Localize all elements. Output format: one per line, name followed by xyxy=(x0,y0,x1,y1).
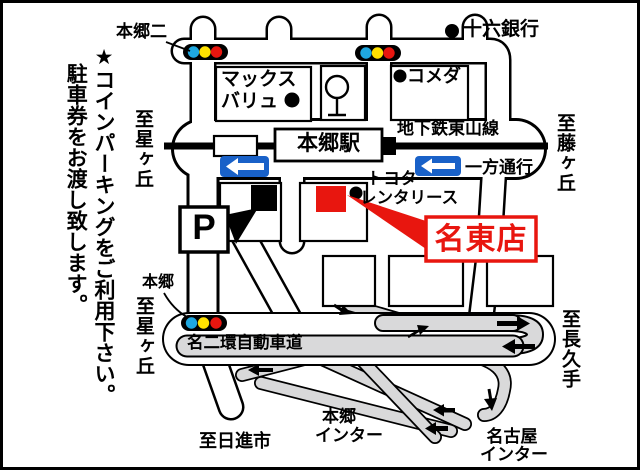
label-meinikan-expressway: 名二環自動車道 xyxy=(187,334,303,352)
label-nagoya-ic-line1: 名古屋 xyxy=(486,427,538,446)
label-maxvalu-line1: マックス xyxy=(221,69,297,90)
landmark-dot xyxy=(393,69,407,83)
one-way-arrow-icon xyxy=(220,156,269,177)
label-maxvalu-line2: バリュ xyxy=(221,91,279,112)
parking-note-line2: 駐車券をお渡し致します。 xyxy=(64,63,88,315)
parking-sign xyxy=(178,205,230,254)
traffic-direction-arrows xyxy=(248,303,535,435)
parking-note: ★コインパーキングをご利用下さい。 駐車券をお渡し致します。 xyxy=(53,45,117,455)
label-hongo-station: 本郷駅 xyxy=(297,132,360,155)
label-hongo2-intersection: 本郷二 xyxy=(116,22,167,41)
label-komeda: コメダ xyxy=(407,66,461,86)
label-pointer-line xyxy=(165,41,191,52)
label-to-fujigaoka: 至藤ヶ丘 xyxy=(553,113,575,193)
landmark-symbol-icon xyxy=(324,74,350,117)
label-pointer-line xyxy=(163,292,188,318)
parking-building-marker xyxy=(251,185,277,211)
label-meito-store: 名東店 xyxy=(434,223,528,256)
traffic-light-icon xyxy=(181,315,227,331)
callout-pointer xyxy=(347,195,429,251)
label-one-way: 一方通行 xyxy=(465,158,533,177)
subway-line xyxy=(164,127,548,163)
label-to-nagakute: 至長久手 xyxy=(558,309,580,389)
platform-mark xyxy=(212,134,259,158)
label-to-nisshin: 至日進市 xyxy=(199,431,271,451)
label-to-hoshigaoka-bottom: 至星ヶ丘 xyxy=(132,296,154,376)
label-parking-p: P xyxy=(192,208,216,247)
map-canvas xyxy=(162,13,556,444)
store-callout xyxy=(424,215,538,263)
track-mark xyxy=(381,137,396,155)
label-hongo-ic-line2: インター xyxy=(315,426,383,445)
label-subway-higashiyama-line: 地下鉄東山線 xyxy=(397,119,499,138)
callout-pointer xyxy=(225,208,258,244)
label-to-hoshigaoka-top: 至星ヶ丘 xyxy=(131,109,153,189)
parking-note-line1: ★コインパーキングをご利用下さい。 xyxy=(92,45,115,405)
one-way-arrow-icon xyxy=(415,156,461,176)
station-box xyxy=(273,127,384,163)
store-location-marker xyxy=(316,186,346,212)
traffic-light-icon xyxy=(183,44,228,60)
label-juroku-bank: 十六銀行 xyxy=(463,19,540,40)
label-nagoya-ic-line2: インター xyxy=(480,445,548,464)
landmark-dot xyxy=(445,24,459,38)
landmark-dot xyxy=(284,92,300,108)
landmark-dot xyxy=(349,186,363,200)
label-toyota-rental-line1: トヨタ xyxy=(367,170,417,188)
label-hongo-ic-line1: 本郷 xyxy=(322,407,356,426)
label-hongo-intersection: 本郷 xyxy=(142,274,175,291)
traffic-light-icon xyxy=(355,45,401,61)
label-toyota-rental-line2: レンタリース xyxy=(360,189,459,207)
